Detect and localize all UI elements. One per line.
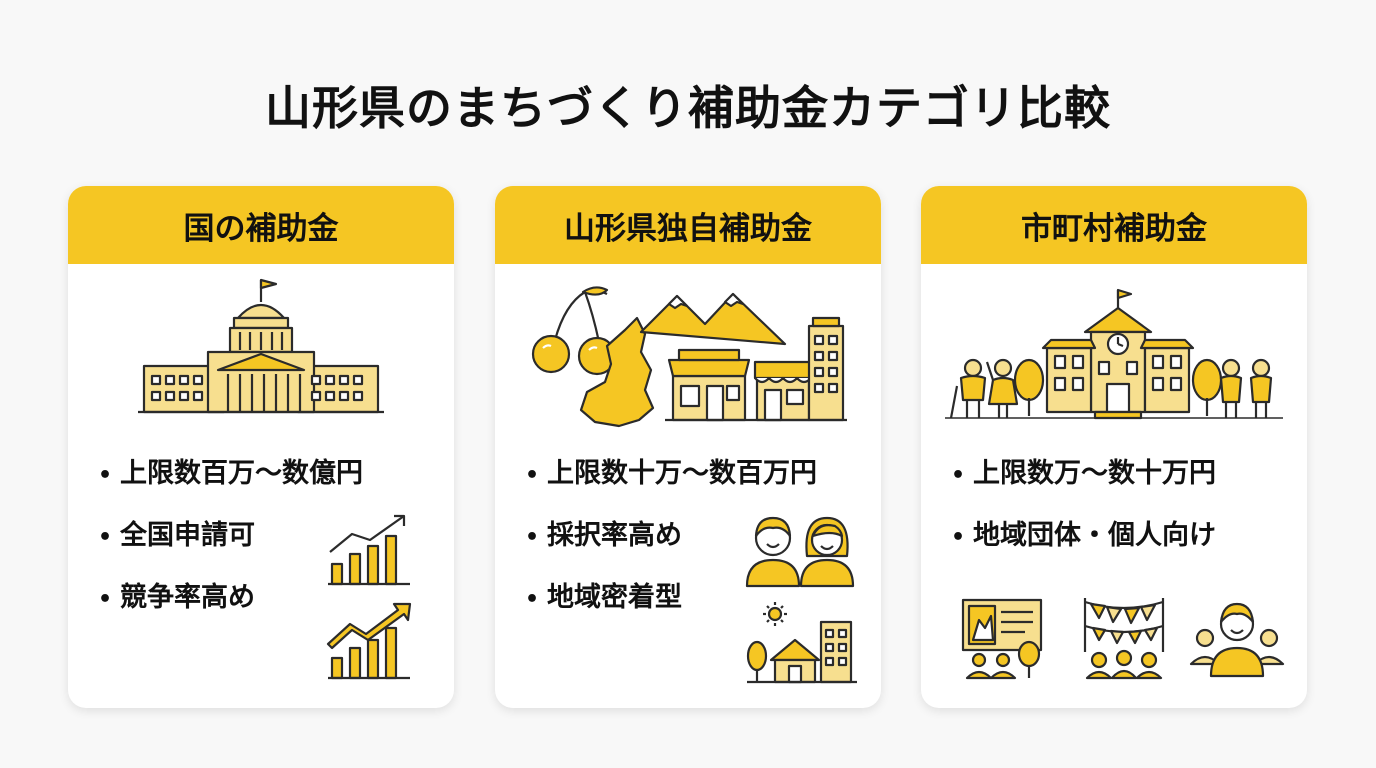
bullet-item: •地域団体・個人向け [951,520,1216,551]
bullet-item: •上限数十万〜数百万円 [525,458,817,489]
card-prefecture-title: 山形県独自補助金 [495,186,881,264]
bullet-item: •採択率高め [525,520,682,551]
bullet-item: •競争率高め [98,582,255,613]
building-icon [807,316,845,422]
people-icon [745,516,855,588]
bullet-item: •全国申請可 [98,520,255,551]
festival-flags-icon [1083,598,1165,680]
mountain-icon [639,292,787,346]
card-municipality: 市町村補助金 [921,186,1307,708]
card-national-title: 国の補助金 [68,186,454,264]
card-prefecture-bullets: •上限数十万〜数百万円 •採択率高め •地域密着型 [525,448,817,634]
bar-chart-growth-icon [328,514,410,586]
card-national: 国の補助金 [68,186,454,708]
page-title: 山形県のまちづくり補助金カテゴリ比較 [265,81,1111,135]
capitol-building-icon [138,278,384,414]
bullet-item: •地域密着型 [525,582,682,613]
prefecture-illustration [531,286,847,428]
presentation-icon [961,598,1043,680]
bar-chart-growth-icon [326,602,412,680]
card-national-bullets: •上限数百万〜数億円 •全国申請可 •競争率高め [98,448,363,634]
storefront-icon [753,360,813,422]
bullet-item: •上限数万〜数十万円 [951,458,1216,489]
residents-icon [949,358,1019,419]
town-icon [746,602,857,684]
residents-icon [1219,358,1273,418]
bullet-item: •上限数百万〜数億円 [98,458,363,489]
card-prefecture: 山形県独自補助金 [495,186,881,708]
card-municipality-title: 市町村補助金 [921,186,1307,264]
shop-icon [667,348,751,422]
group-icon [1189,602,1285,678]
municipality-illustration [945,288,1283,420]
cherry-icon [531,286,617,376]
town-hall-icon [1041,288,1195,420]
card-municipality-bullets: •上限数万〜数十万円 •地域団体・個人向け [951,448,1216,572]
tree-icon [1013,358,1223,416]
yamagata-map-icon [579,316,655,428]
